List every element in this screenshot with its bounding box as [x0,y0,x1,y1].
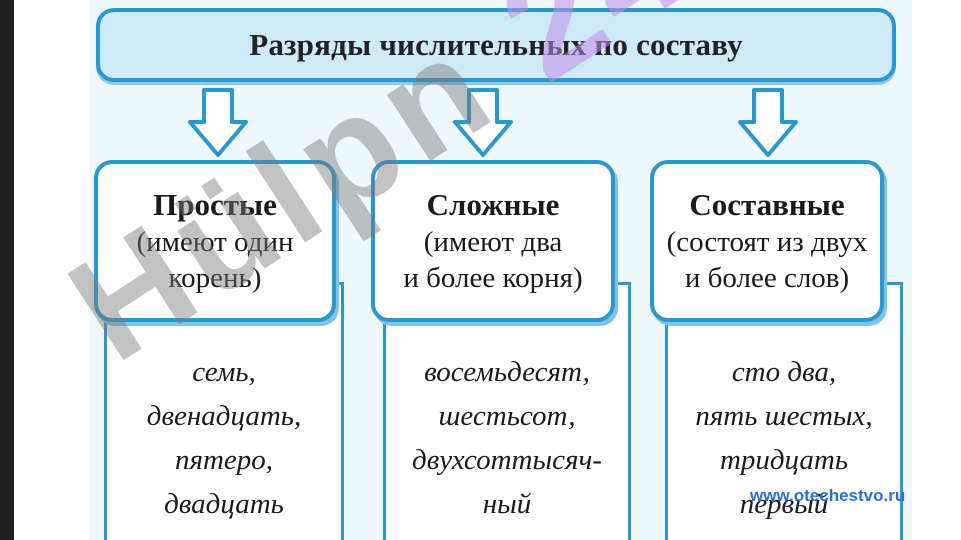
category-description: и более корня) [403,262,583,294]
examples-list: восемьдесят, шестьсот, двухсоттысяч- ный [383,350,631,526]
category-name: Составные [689,187,845,222]
category-name: Сложные [426,187,560,222]
category-description: корень) [168,262,262,294]
category-box-compound: Составные (состоят из двух и более слов) [650,160,884,322]
arrow-down-icon [453,88,513,157]
arrow-down-icon [188,88,248,157]
examples-list: сто два, пять шестых, тридцать первый [665,350,903,526]
example-item: сто два, [731,356,837,388]
category-description: и более слов) [684,262,850,294]
examples-list: семь, двенадцать, пятеро, двадцать [104,350,344,526]
category-name: Простые [153,187,277,222]
arrow-down-icon [738,88,798,157]
example-item: пять шестых, [695,400,873,432]
category-description: (имеют два [423,226,563,258]
example-item: двадцать [164,488,284,520]
example-item: восемьдесят, [424,356,590,388]
category-description: (имеют один [136,226,294,258]
example-item: тридцать [719,444,849,476]
title-box: Разряды числительных по составу [96,8,896,82]
example-item: двенадцать, [146,400,302,432]
column-examples-panel [665,282,903,540]
category-description: (состоят из двух [666,226,868,258]
example-item: ный [482,488,532,520]
diagram-title: Разряды числительных по составу [249,27,743,62]
example-item: двухсоттысяч- [412,444,602,476]
column-examples-panel [104,282,344,540]
example-item: пятеро, [174,444,274,476]
example-item: семь, [192,356,256,388]
left-dark-bar [0,0,14,540]
site-watermark: www.otechestvo.ru [750,486,906,505]
example-item: шестьсот, [438,400,576,432]
category-box-complex: Сложные (имеют два и более корня) [371,160,615,322]
example-item: первый [739,488,829,520]
category-box-simple: Простые (имеют один корень) [94,160,336,322]
